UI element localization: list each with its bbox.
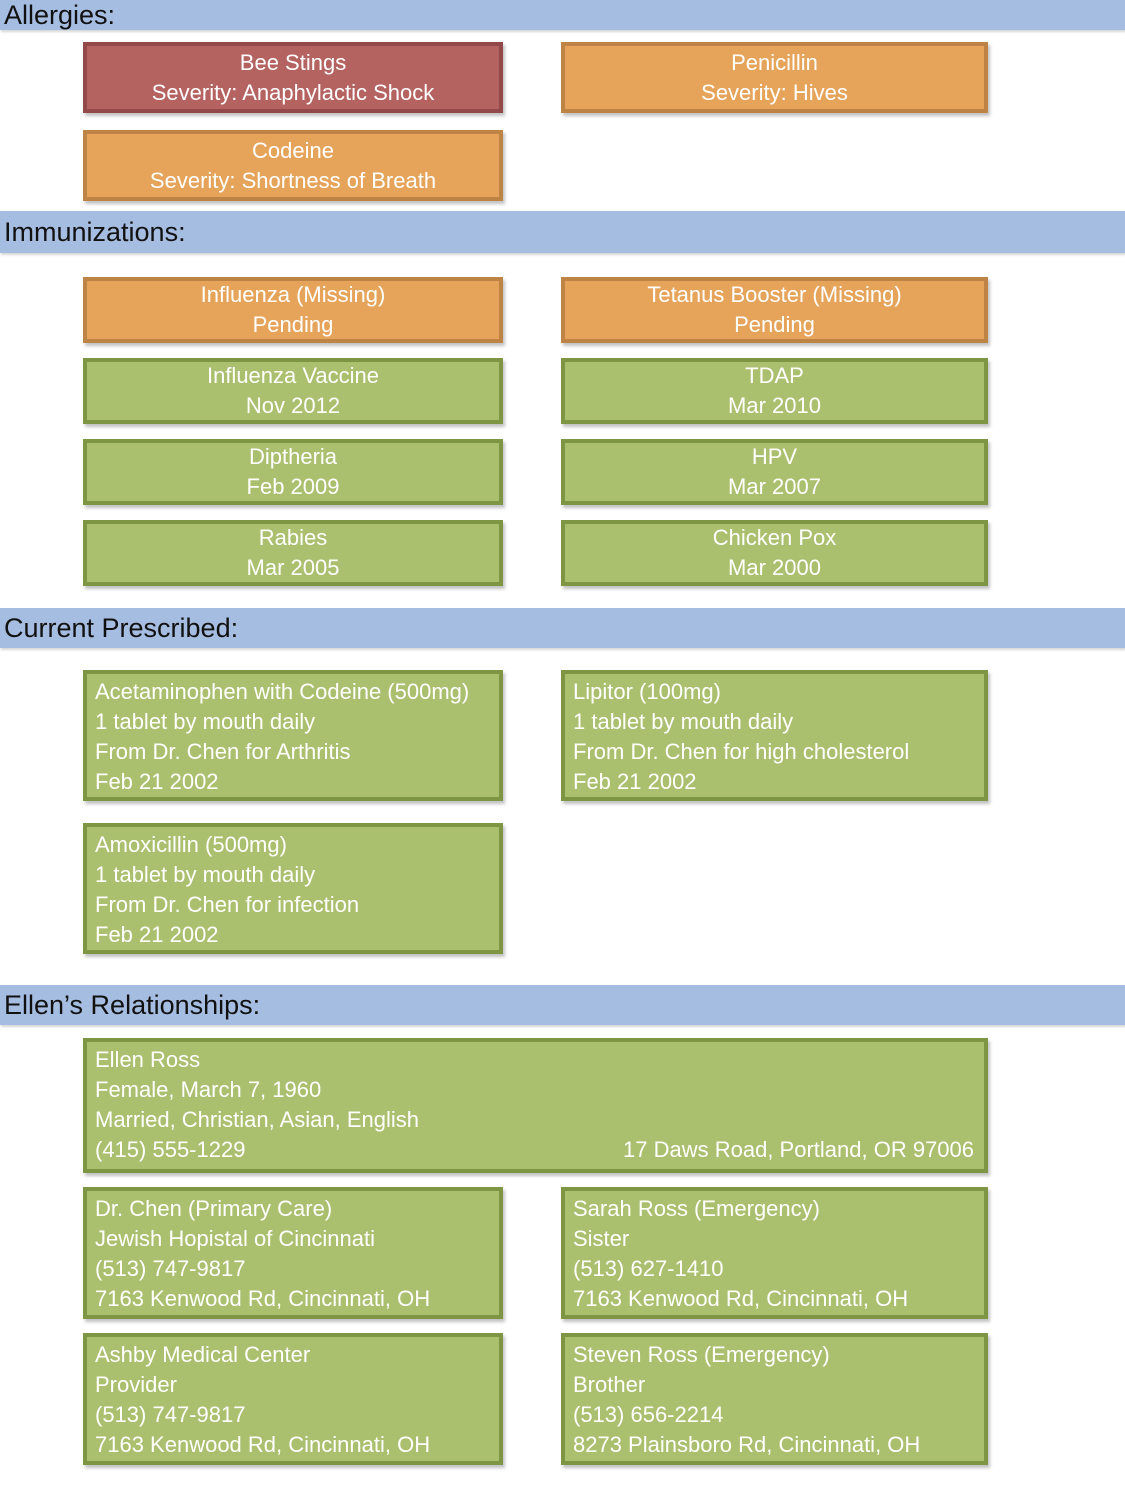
card-line: From Dr. Chen for Arthritis	[95, 739, 351, 764]
card-line: Penicillin	[731, 49, 818, 75]
section-header-allergies: Allergies:	[0, 0, 1125, 30]
section-header-current-prescribed: Current Prescribed:	[0, 608, 1125, 648]
card-line: Steven Ross (Emergency)	[573, 1342, 830, 1367]
card-line: Nov 2012	[245, 393, 341, 418]
card-line: (513) 747-9817	[95, 1256, 246, 1281]
card-line: Feb 21 2002	[95, 922, 219, 947]
card-line: Female, March 7, 1960	[95, 1077, 322, 1102]
card-line: From Dr. Chen for high cholesterol	[573, 739, 910, 764]
card-line: Amoxicillin (500mg)	[95, 832, 287, 857]
card-line: Severity: Anaphylactic Shock	[151, 79, 435, 105]
card-line: Feb 21 2002	[95, 769, 219, 794]
card-line: 7163 Kenwood Rd, Cincinnati, OH	[95, 1286, 431, 1311]
card-line: HPV	[751, 444, 798, 469]
card-line: Sister	[573, 1226, 630, 1251]
prescriptions-card-list: Acetaminophen with Codeine (500mg) 1 tabl…	[0, 670, 1125, 954]
card-line: Severity: Hives	[701, 79, 848, 105]
card-line: (415) 555-1229 17 Daws Road, Portland, OR…	[95, 1135, 974, 1165]
card-line: 7163 Kenwood Rd, Cincinnati, OH	[573, 1286, 909, 1311]
card-line: 8273 Plainsboro Rd, Cincinnati, OH	[573, 1432, 921, 1457]
address: 17 Daws Road, Portland, OR 97006	[623, 1137, 974, 1162]
card-line: Diptheria	[248, 444, 338, 469]
card-line: Tetanus Booster (Missing)	[647, 282, 902, 307]
card-line: Ellen Ross	[95, 1047, 201, 1072]
card-line: Married, Christian, Asian, English	[95, 1107, 420, 1132]
immunizations-card-tdap[interactable]: TDAP Mar 2010	[561, 358, 988, 424]
card-line: Ashby Medical Center	[95, 1342, 311, 1367]
card-line: Feb 21 2002	[573, 769, 697, 794]
card-line: Chicken Pox	[712, 525, 837, 550]
card-line: 1 tablet by mouth daily	[95, 709, 316, 734]
prescriptions-card-acetaminophen-with-codeine-500mg[interactable]: Acetaminophen with Codeine (500mg) 1 tabl…	[83, 670, 503, 801]
card-line: Feb 2009	[246, 474, 340, 499]
card-line: Mar 2005	[246, 555, 340, 580]
immunizations-card-tetanus-booster-missing[interactable]: Tetanus Booster (Missing) Pending	[561, 277, 988, 343]
card-line: Pending	[252, 312, 334, 337]
card-line: Jewish Hopistal of Cincinnati	[95, 1226, 376, 1251]
prescriptions-card-amoxicillin-500mg[interactable]: Amoxicillin (500mg) 1 tablet by mouth dai…	[83, 823, 503, 954]
card-line: Lipitor (100mg)	[573, 679, 721, 704]
card-line: Provider	[95, 1372, 177, 1397]
immunizations-card-influenza-missing[interactable]: Influenza (Missing) Pending	[83, 277, 503, 343]
card-line: Codeine	[252, 137, 334, 163]
phone-number: (415) 555-1229	[95, 1137, 246, 1162]
card-line: TDAP	[745, 363, 804, 388]
card-line: (513) 747-9817	[95, 1402, 246, 1427]
card-line: Acetaminophen with Codeine (500mg)	[95, 679, 470, 704]
section-header-relationships: Ellen’s Relationships:	[0, 985, 1125, 1025]
immunizations-card-hpv[interactable]: HPV Mar 2007	[561, 439, 988, 505]
card-line: 1 tablet by mouth daily	[95, 862, 316, 887]
section-header-immunizations: Immunizations:	[0, 211, 1125, 253]
card-line: From Dr. Chen for infection	[95, 892, 360, 917]
card-line: 7163 Kenwood Rd, Cincinnati, OH	[95, 1432, 431, 1457]
card-line: Bee Stings	[239, 49, 347, 75]
card-line: (513) 627-1410	[573, 1256, 724, 1281]
relationships-card-dr-chen-primary-care[interactable]: Dr. Chen (Primary Care) Jewish Hopistal o…	[83, 1187, 503, 1319]
card-line: Mar 2000	[728, 555, 821, 580]
card-line: 1 tablet by mouth daily	[573, 709, 794, 734]
card-line: Influenza (Missing)	[200, 282, 386, 307]
card-line: Mar 2007	[728, 474, 821, 499]
relationships-card-steven-ross-emergency[interactable]: Steven Ross (Emergency) Brother (513) 656-…	[561, 1333, 988, 1465]
card-line: Severity: Shortness of Breath	[149, 167, 437, 193]
relationships-card-sarah-ross-emergency[interactable]: Sarah Ross (Emergency) Sister (513) 627-14…	[561, 1187, 988, 1319]
card-line: Mar 2010	[728, 393, 821, 418]
card-line: Dr. Chen (Primary Care)	[95, 1196, 333, 1221]
card-line: Rabies	[258, 525, 328, 550]
card-line: Sarah Ross (Emergency)	[573, 1196, 820, 1221]
card-line: Influenza Vaccine	[206, 363, 380, 388]
card-line: Pending	[734, 312, 815, 337]
card-line: (513) 656-2214	[573, 1402, 724, 1427]
card-line: Brother	[573, 1372, 646, 1397]
